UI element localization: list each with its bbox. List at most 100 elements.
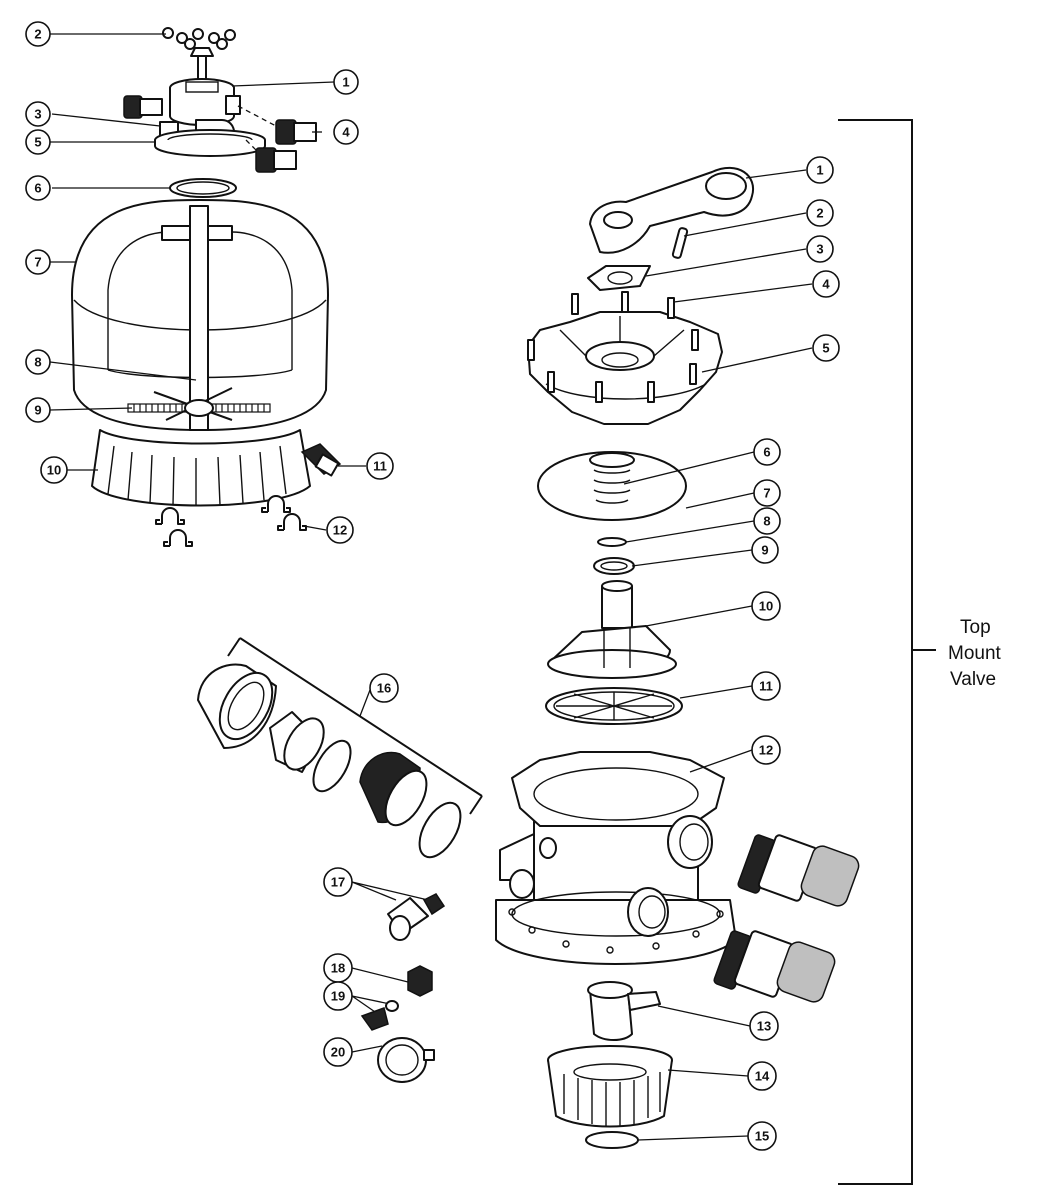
valve-cover-screws — [527, 291, 699, 403]
valve-leaders — [623, 169, 813, 1141]
plug-19 — [351, 995, 399, 1031]
filter-assembly — [71, 27, 342, 547]
valve-rotor — [547, 580, 677, 679]
svg-text:5: 5 — [822, 341, 829, 356]
callout-filter-3: 3 — [25, 101, 51, 127]
filter-leaders — [49, 33, 366, 531]
valve-strainer — [547, 1045, 673, 1128]
assembly-label-line1: Top — [960, 617, 991, 638]
valve-diaphragm — [537, 451, 687, 521]
svg-text:7: 7 — [34, 255, 41, 270]
callout-filter-8: 8 — [25, 349, 51, 375]
callout-valve-12: 12 — [751, 735, 781, 765]
plug-18 — [351, 965, 433, 997]
callout-filter-11: 11 — [366, 452, 394, 480]
svg-text:3: 3 — [816, 242, 823, 257]
svg-text:4: 4 — [822, 277, 830, 292]
callout-valve-5: 5 — [812, 334, 840, 362]
svg-text:6: 6 — [763, 445, 770, 460]
svg-text:16: 16 — [377, 681, 391, 696]
callout-valve-3: 3 — [806, 235, 834, 263]
svg-text:9: 9 — [34, 403, 41, 418]
svg-text:12: 12 — [759, 743, 773, 758]
svg-text:10: 10 — [47, 463, 61, 478]
filter-valve-head — [154, 47, 266, 157]
gauge-20 — [351, 1037, 435, 1083]
valve-elbow — [587, 981, 661, 1041]
callout-filter-1: 1 — [333, 69, 359, 95]
top-mount-valve-bracket — [838, 119, 936, 1185]
assembly-label-line2: Mount — [948, 643, 1002, 664]
filter-drain — [300, 443, 342, 477]
svg-text:9: 9 — [761, 543, 768, 558]
callout-filter-9: 9 — [25, 397, 51, 423]
valve-handle — [589, 166, 755, 254]
callout-valve-7: 7 — [753, 479, 781, 507]
valve-washer — [587, 265, 651, 291]
callout-filter-10: 10 — [40, 456, 68, 484]
svg-text:5: 5 — [34, 135, 41, 150]
svg-text:4: 4 — [342, 125, 350, 140]
svg-text:3: 3 — [34, 107, 41, 122]
filter-screws — [162, 27, 236, 50]
filter-standpipe — [189, 205, 209, 431]
callout-fitting-16: 16 — [369, 673, 399, 703]
callout-valve-11: 11 — [751, 671, 781, 701]
svg-text:14: 14 — [755, 1069, 770, 1084]
callout-filter-7: 7 — [25, 249, 51, 275]
callout-valve-15: 15 — [747, 1121, 777, 1151]
callout-valve-2: 2 — [806, 199, 834, 227]
svg-text:15: 15 — [755, 1129, 769, 1144]
valve-body — [495, 751, 737, 965]
callout-filter-6: 6 — [25, 175, 51, 201]
filter-laterals — [127, 387, 271, 421]
callout-valve-13: 13 — [749, 1011, 779, 1041]
valve-right-unions — [713, 834, 860, 1003]
valve-assembly — [495, 166, 860, 1149]
callout-valve-9: 9 — [751, 536, 779, 564]
filter-left-union — [123, 95, 163, 119]
callout-fitting-20: 20 — [323, 1037, 353, 1067]
callout-valve-14: 14 — [747, 1061, 777, 1091]
svg-text:10: 10 — [759, 599, 773, 614]
callout-valve-6: 6 — [753, 438, 781, 466]
callout-fitting-17: 17 — [323, 867, 353, 897]
valve-ring — [593, 557, 635, 575]
svg-text:19: 19 — [331, 989, 345, 1004]
svg-text:13: 13 — [757, 1019, 771, 1034]
drain-plug-kit — [351, 881, 446, 941]
callout-filter-12: 12 — [326, 516, 354, 544]
svg-text:1: 1 — [342, 75, 349, 90]
assembly-label-line3: Valve — [950, 669, 996, 690]
filter-gasket — [169, 178, 237, 198]
svg-text:2: 2 — [34, 27, 41, 42]
valve-pin — [671, 227, 689, 259]
svg-text:17: 17 — [331, 875, 345, 890]
svg-text:7: 7 — [763, 486, 770, 501]
callout-valve-10: 10 — [751, 591, 781, 621]
callout-valve-1: 1 — [806, 156, 834, 184]
svg-text:2: 2 — [816, 206, 823, 221]
union-kit — [197, 637, 483, 859]
callout-valve-8: 8 — [753, 507, 781, 535]
svg-text:11: 11 — [759, 679, 773, 694]
svg-text:1: 1 — [816, 163, 823, 178]
valve-bottom-oring — [585, 1131, 639, 1149]
svg-text:6: 6 — [34, 181, 41, 196]
callout-fitting-18: 18 — [323, 953, 353, 983]
callout-fitting-19: 19 — [323, 981, 353, 1011]
callout-filter-4: 4 — [333, 119, 359, 145]
svg-text:12: 12 — [333, 523, 347, 538]
valve-cover — [527, 311, 723, 425]
filter-clips — [155, 495, 307, 547]
filter-base — [91, 429, 311, 507]
svg-text:8: 8 — [34, 355, 41, 370]
callout-filter-5: 5 — [25, 129, 51, 155]
svg-text:20: 20 — [331, 1045, 345, 1060]
valve-gasket — [545, 687, 683, 725]
callout-valve-4: 4 — [812, 270, 840, 298]
svg-text:8: 8 — [763, 514, 770, 529]
callout-filter-2: 2 — [25, 21, 51, 47]
svg-text:18: 18 — [331, 961, 345, 976]
